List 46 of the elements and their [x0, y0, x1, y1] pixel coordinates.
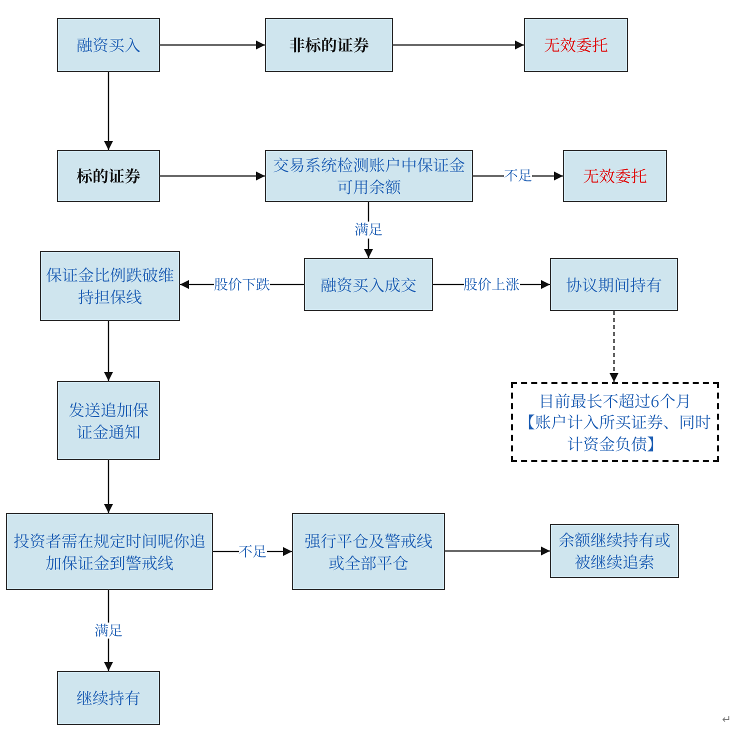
arrow	[104, 72, 113, 150]
process-box	[524, 18, 628, 72]
node-text: 发送追加保证金通知	[67, 398, 150, 442]
edge-label: 股价下跌	[214, 276, 270, 293]
node-text: 协议期间持有	[566, 274, 662, 296]
arrow	[445, 546, 550, 556]
process-box	[563, 150, 667, 202]
paragraph-mark: ↵	[722, 714, 731, 725]
edge-label: 股价上涨	[464, 276, 520, 293]
arrow	[104, 321, 113, 381]
node-text: 【账户计入所买证券、同时计资金负债】	[518, 411, 712, 454]
process-box	[550, 524, 679, 578]
process-box	[6, 513, 213, 590]
arrow	[393, 40, 524, 50]
node-text: 非标的证券	[288, 34, 369, 56]
node-text: 投资者需在规定时间呢你追加保证金到警戒线	[12, 530, 206, 574]
arrow	[160, 172, 265, 180]
node-text: 目前最长不超过6个月	[538, 390, 692, 412]
process-box	[265, 18, 393, 72]
arrow	[610, 311, 618, 382]
node-text: 保证金比例跌破维持担保线	[45, 264, 175, 308]
node-text: 标的证券	[76, 165, 140, 187]
process-box	[57, 671, 160, 725]
process-box	[265, 150, 473, 202]
node-text: 继续持有	[76, 687, 140, 709]
process-box	[304, 258, 433, 311]
node-text: 交易系统检测账户中保证金可用余额	[272, 154, 466, 198]
process-box	[40, 251, 180, 321]
process-box	[57, 150, 160, 202]
node-text: 无效委托	[544, 34, 608, 56]
arrow	[160, 40, 265, 50]
node-text: 无效委托	[582, 165, 647, 187]
edge-label: 不足	[238, 543, 266, 560]
process-box	[550, 258, 678, 311]
process-box	[57, 381, 160, 460]
node-text: 融资买入成交	[320, 274, 416, 296]
arrow	[104, 460, 113, 513]
process-box	[57, 18, 160, 72]
edge-label: 不足	[504, 168, 532, 184]
process-box	[292, 513, 445, 590]
note-box	[511, 382, 719, 462]
node-text: 融资买入	[76, 34, 140, 56]
edge-label: 满足	[94, 622, 122, 639]
edge-label: 满足	[354, 222, 382, 238]
node-text: 强行平仓及警戒线或全部平仓	[303, 530, 434, 574]
node-text: 余额继续持有或被继续追索	[557, 529, 672, 573]
